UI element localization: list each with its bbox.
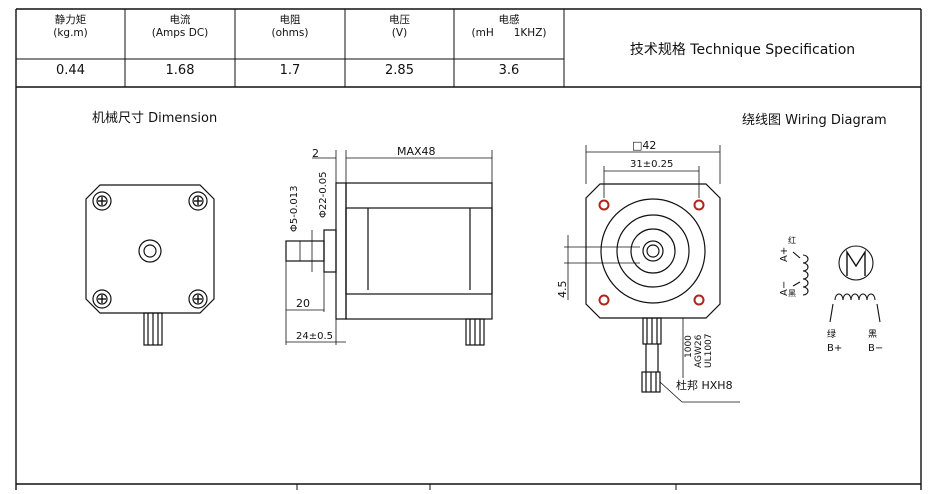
front-view-dimensions <box>564 145 740 403</box>
dim-31: 31±0.25 <box>630 159 673 170</box>
wiring-b-plus: B+ <box>827 343 842 354</box>
value-holding-torque: 0.44 <box>56 63 85 78</box>
dim-20: 20 <box>296 297 310 310</box>
side-view-dimensions <box>285 150 493 345</box>
wiring-a-minus-color: 黑 <box>788 289 796 298</box>
wiring-diagram <box>792 245 881 323</box>
cable-spec-length: 1000 <box>684 335 694 358</box>
dim-4-5: 4.5 <box>556 281 569 299</box>
wiring-a-plus: A+ <box>779 247 790 262</box>
wiring-b-minus-color: 黑 <box>868 329 877 340</box>
dim-max48: MAX48 <box>397 145 436 158</box>
side-view <box>285 182 493 346</box>
header-inductance: 电感 (mH 1KHZ) <box>454 14 564 40</box>
dim-boss-diameter: Φ22-0.05 <box>318 172 329 218</box>
cable-spec-gauge: AGW26 <box>694 334 704 368</box>
dim-24: 24±0.5 <box>296 331 333 342</box>
header-voltage-unit: (V) <box>391 27 408 39</box>
header-current: 电流 (Amps DC) <box>125 14 235 40</box>
wiring-a-plus-color: 红 <box>788 235 796 245</box>
header-resistance: 电阻 (ohms) <box>235 14 345 40</box>
header-resistance-unit: (ohms) <box>271 27 309 39</box>
dim-42: □42 <box>632 139 656 152</box>
header-voltage: 电压 (V) <box>345 14 454 40</box>
header-inductance-unit: (mH 1KHZ) <box>471 27 547 39</box>
wiring-heading: 绕线图 Wiring Diagram <box>742 113 887 128</box>
header-current-cn: 电流 <box>169 14 191 26</box>
rear-view <box>85 184 215 346</box>
header-holding-torque: 静力矩 (kg.m) <box>16 14 125 40</box>
front-view-mount-holes <box>598 199 705 306</box>
cable-spec-ul: UL1007 <box>704 333 714 368</box>
value-current: 1.68 <box>165 63 195 78</box>
dim-2: 2 <box>312 147 319 160</box>
value-resistance: 1.7 <box>279 63 301 78</box>
header-current-unit: (Amps DC) <box>151 27 209 39</box>
header-inductance-cn: 电感 <box>498 14 520 26</box>
header-holding-torque-unit: (kg.m) <box>53 27 88 39</box>
rear-view-screw-cross <box>98 197 202 303</box>
header-resistance-cn: 电阻 <box>279 14 301 26</box>
wiring-b-minus: B− <box>868 343 883 354</box>
wiring-b-plus-color: 绿 <box>827 328 836 340</box>
bottom-row-dividers <box>296 484 677 490</box>
dimension-heading: 机械尺寸 Dimension <box>92 111 218 126</box>
front-view <box>585 183 721 393</box>
header-voltage-cn: 电压 <box>389 14 410 26</box>
sheet-frame <box>15 8 922 490</box>
spec-title: 技术规格 Technique Specification <box>629 42 856 58</box>
wiring-a-minus: A− <box>779 281 790 296</box>
dim-shaft-diameter: Φ5-0.013 <box>289 186 300 232</box>
header-holding-torque-cn: 静力矩 <box>54 14 87 26</box>
connector-label: 杜邦 HXH8 <box>676 378 733 392</box>
spec-table-grid <box>16 9 565 87</box>
value-inductance: 3.6 <box>498 63 520 78</box>
value-voltage: 2.85 <box>385 63 414 78</box>
